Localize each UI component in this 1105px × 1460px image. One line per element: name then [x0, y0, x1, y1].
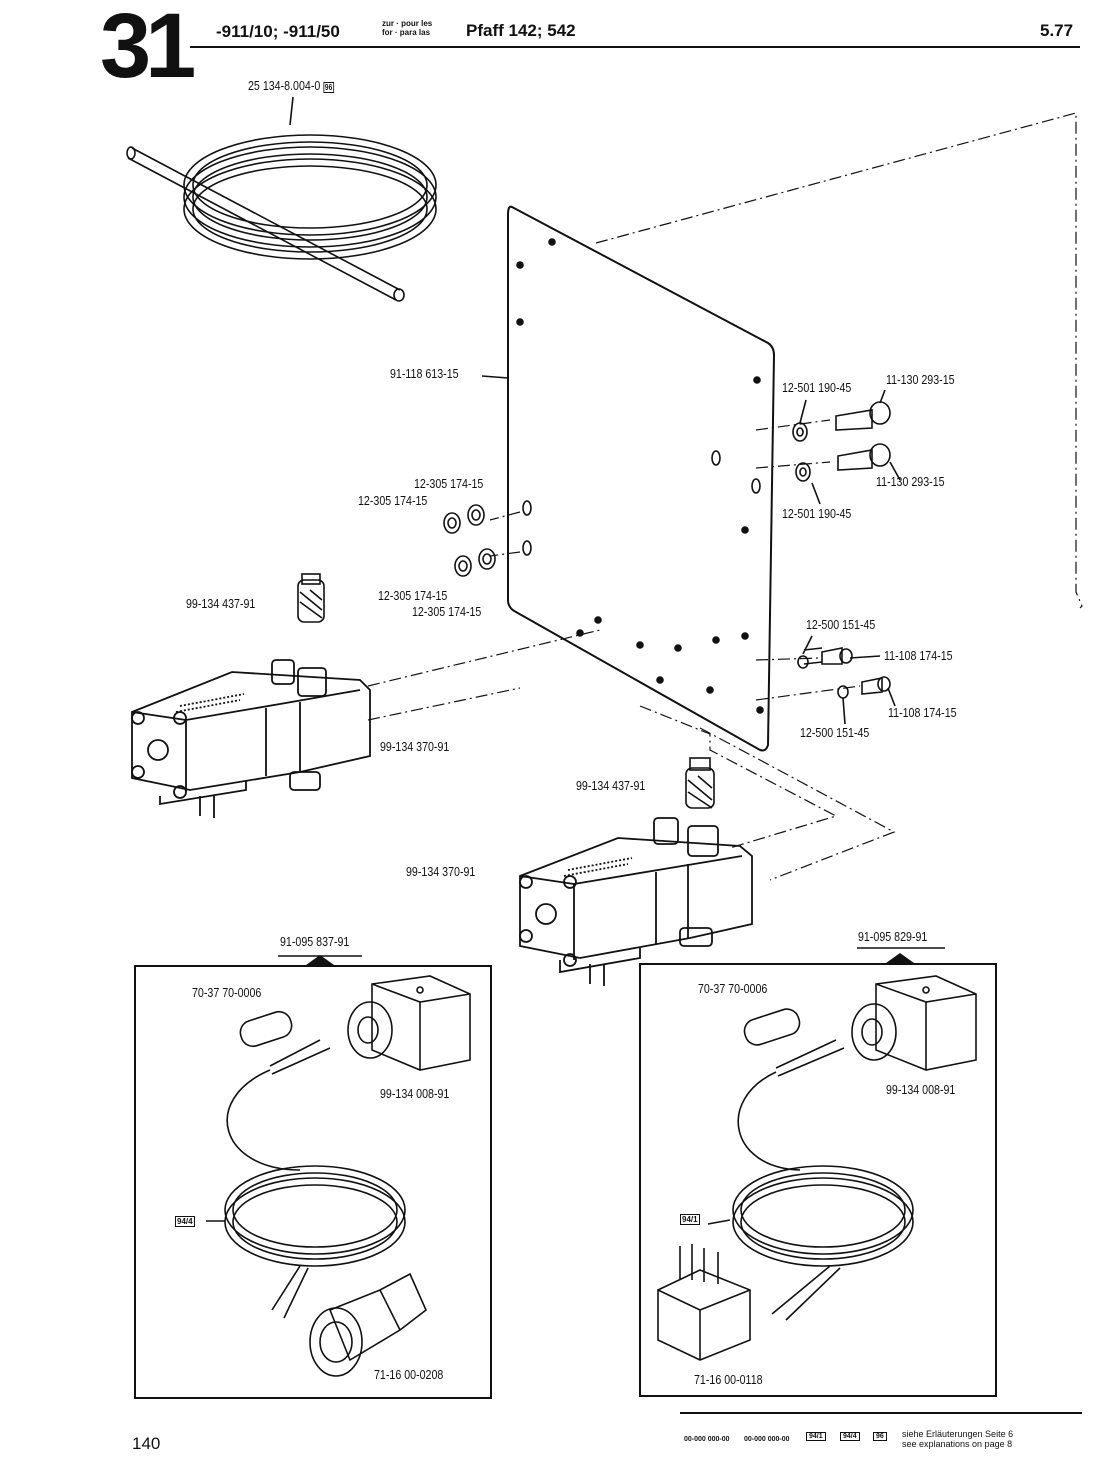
label-seal-a: 12-305 174-15 — [414, 476, 484, 491]
edition-date: 5.77 — [1040, 21, 1074, 40]
footer-code-2: 00-000 000-00 — [744, 1436, 790, 1443]
label-valve-2: 99-134 370-91 — [406, 864, 476, 879]
valve-2 — [519, 817, 753, 986]
right-top-hardware — [792, 389, 901, 725]
label-seal-c: 12-305 174-15 — [378, 588, 448, 603]
for-label: zur · pour les for · para las — [382, 19, 432, 37]
label-washer-br2: 12-500 151-45 — [800, 725, 870, 740]
mounting-plate — [481, 205, 776, 752]
label-screw-tr2: 11-130 293-15 — [876, 474, 945, 489]
label-hose: 25 134-8.004-0 96 — [248, 78, 334, 93]
silencer-1 — [297, 573, 325, 623]
label-left-sleeve: 70-37 70-0006 — [192, 985, 262, 1000]
model-numbers: -911/10; -911/50 — [216, 22, 340, 41]
label-screw-br1: 11-108 174-15 — [884, 648, 953, 663]
label-left-plug: 71-16 00-0208 — [374, 1367, 444, 1382]
section-number: 31 — [100, 0, 196, 97]
hose-coil — [126, 96, 437, 302]
label-silencer-1: 99-134 437-91 — [186, 596, 256, 611]
label-washer-br1: 12-500 151-45 — [806, 617, 876, 632]
label-screw-br2: 11-108 174-15 — [888, 705, 957, 720]
label-valve-1: 99-134 370-91 — [380, 739, 450, 754]
machine-name: Pfaff 142; 542 — [466, 21, 576, 40]
badge-left-cable: 94/4 — [175, 1216, 195, 1227]
seal-rings — [443, 504, 496, 577]
label-silencer-2: 99-134 437-91 — [576, 778, 646, 793]
label-left-coil: 99-134 008-91 — [380, 1086, 450, 1101]
label-seal-b: 12-305 174-15 — [358, 493, 428, 508]
label-washer-tr2: 12-501 190-45 — [782, 506, 852, 521]
valve-1 — [131, 659, 371, 818]
label-right-plug: 71-16 00-0118 — [694, 1372, 763, 1387]
footer-note: siehe Erläuterungen Seite 6 see explanat… — [902, 1429, 1013, 1449]
footer-note-en: see explanations on page 8 — [902, 1439, 1013, 1449]
label-left-kit: 91-095 837-91 — [280, 934, 350, 949]
label-screw-tr1: 11-130 293-15 — [886, 372, 955, 387]
label-right-coil: 99-134 008-91 — [886, 1082, 956, 1097]
label-washer-tr1: 12-501 190-45 — [782, 380, 852, 395]
badge-right-cable: 94/1 — [680, 1214, 700, 1225]
label-seal-d: 12-305 174-15 — [412, 604, 482, 619]
left-kit-box — [134, 955, 492, 1399]
label-right-sleeve: 70-37 70-0006 — [698, 981, 768, 996]
footer-badge-1: 94/1 — [806, 1432, 826, 1441]
footer-code-1: 00-000 000-00 — [684, 1436, 730, 1443]
footer-rule — [680, 1412, 1082, 1414]
badge-hose: 96 — [323, 82, 334, 93]
silencer-2 — [685, 757, 715, 809]
assembly-lines — [367, 112, 1083, 881]
right-kit-box — [639, 947, 997, 1397]
footer-note-de: siehe Erläuterungen Seite 6 — [902, 1429, 1014, 1439]
for-label-line1: zur · pour les — [382, 19, 433, 28]
page-number: 140 — [132, 1434, 161, 1453]
footer-badge-2: 94/4 — [840, 1432, 860, 1441]
label-right-kit: 91-095 829-91 — [858, 929, 928, 944]
for-label-line2: for · para las — [382, 28, 431, 37]
footer-badge-3: 96 — [873, 1432, 887, 1441]
header-rule — [190, 46, 1080, 48]
label-plate: 91-118 613-15 — [390, 366, 459, 381]
